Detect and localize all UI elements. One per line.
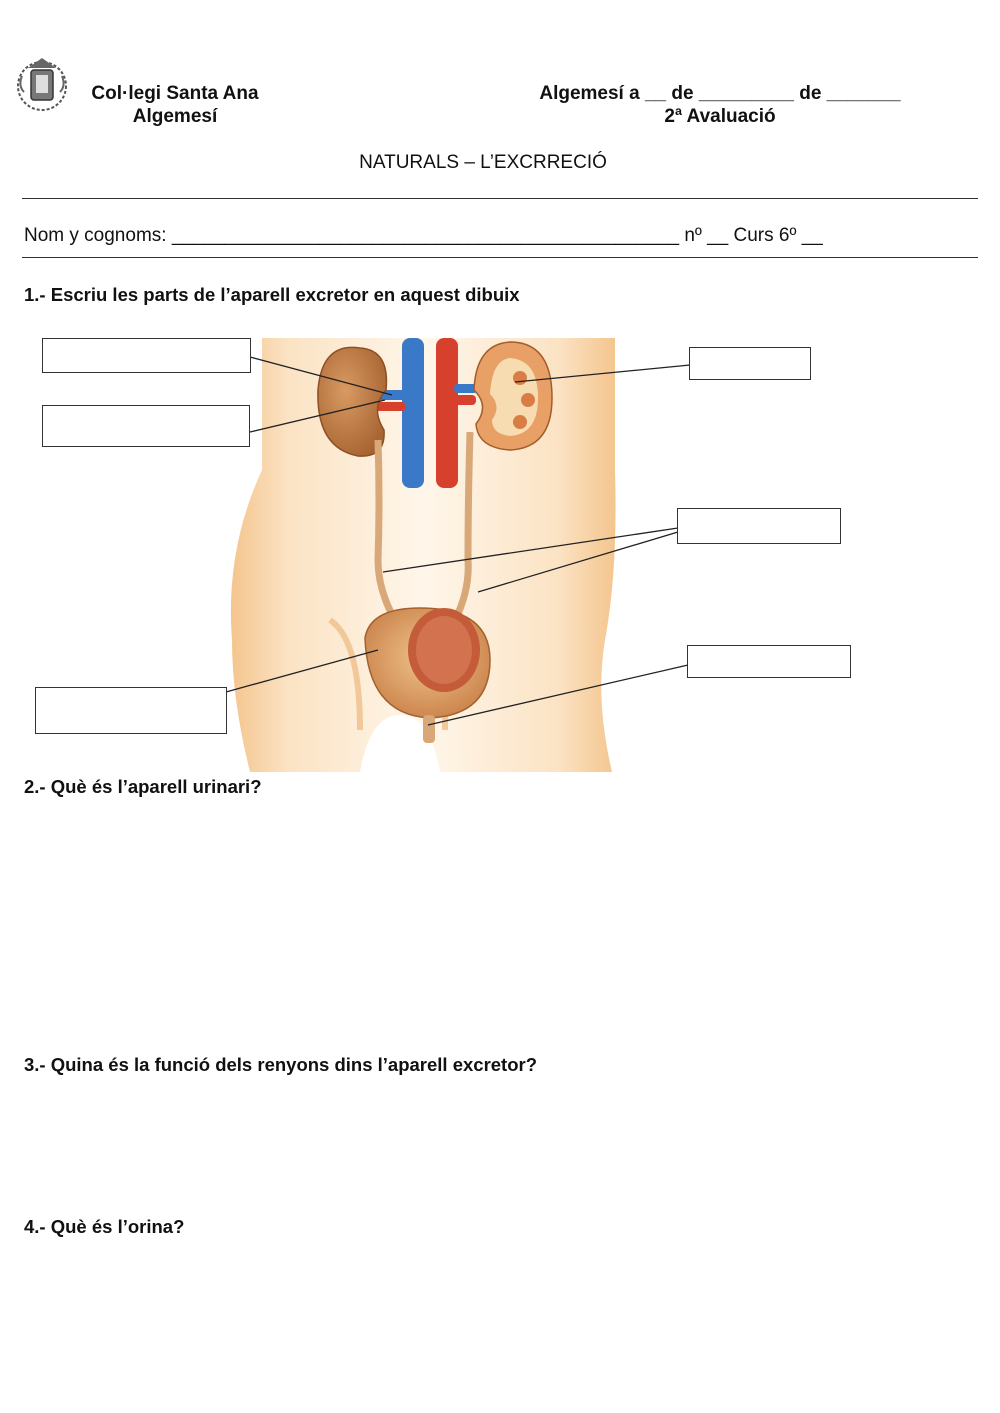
school-city: Algemesí [132,106,218,127]
question-1: 1.- Escriu les parts de l’aparell excret… [24,284,520,305]
question-2: 2.- Què és l’aparell urinari? [24,776,262,797]
urethra [423,715,435,743]
date-header: Algemesí a __ de _________ de _______ 2ª… [505,82,935,128]
left-kidney [317,346,388,457]
label-box-kidney[interactable] [42,338,251,373]
pointer-lines [225,356,691,726]
school-header: Col·legi Santa Ana Algemesí [70,82,280,128]
page-title: NATURALS – L’EXCRRECIÓ [359,152,607,173]
question-3: 3.- Quina és la funció dels renyons dins… [24,1054,538,1075]
evaluation-label: 2ª Avaluació [664,106,776,127]
student-name-line: Nom y cognoms: _________________________… [24,225,823,246]
label-box-urethra[interactable] [687,645,851,678]
urinary-bladder [364,607,491,719]
label-box-kidney-section[interactable] [689,347,811,380]
label-box-bladder[interactable] [35,687,227,734]
school-name: Col·legi Santa Ana [91,83,259,104]
ureters [374,431,474,622]
date-line: Algemesí a __ de _________ de _______ [539,83,901,104]
question-4: 4.- Què és l’orina? [24,1216,185,1237]
school-crest-icon [14,52,70,121]
right-kidney [473,341,553,451]
label-box-ureters[interactable] [677,508,841,544]
label-box-renal-vessel[interactable] [42,405,250,447]
excretory-system-diagram [0,320,1000,785]
divider [22,257,978,258]
divider [22,198,978,199]
